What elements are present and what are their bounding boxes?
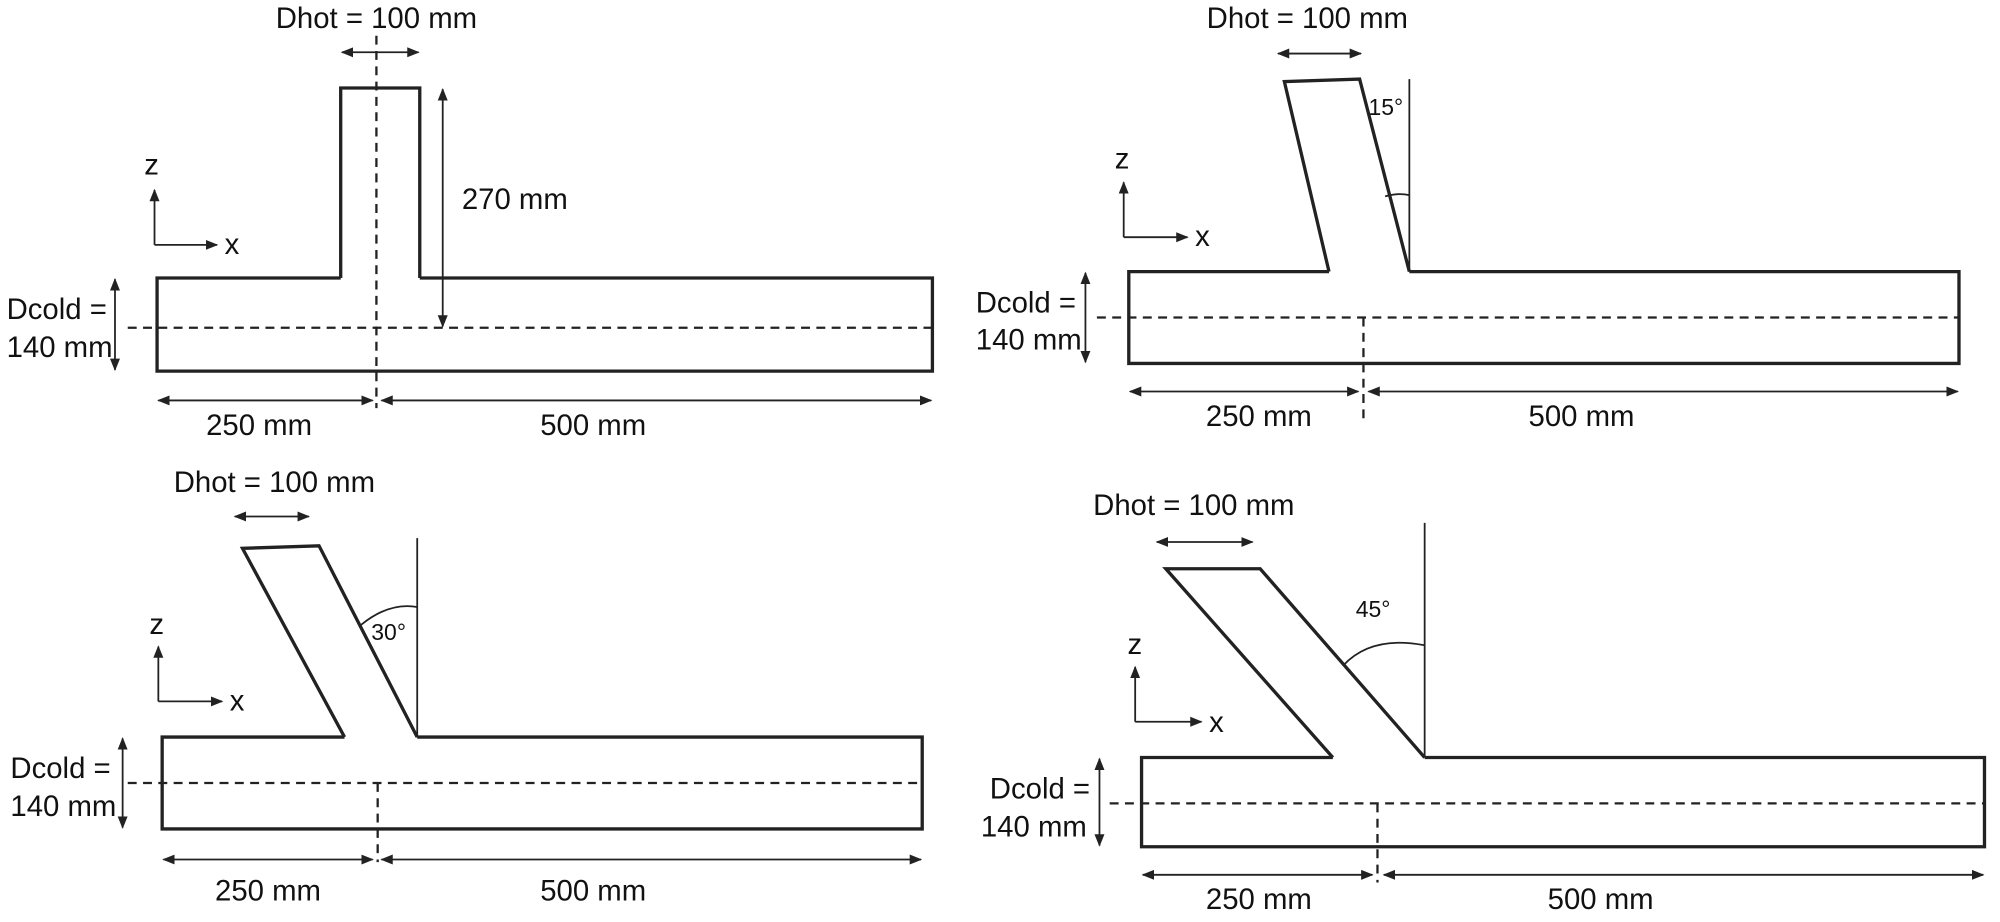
axis-z-label: z — [149, 608, 164, 641]
right-length-label: 500 mm — [540, 409, 646, 442]
cold-pipe-outline — [160, 735, 924, 831]
dcold-value: 140 mm — [10, 790, 116, 823]
left-length-label: 250 mm — [206, 409, 312, 442]
panel-45-degree: 45° Dhot = 100 mm z x Dcold = 140 mm 250… — [981, 489, 1987, 916]
left-length-label: 250 mm — [1206, 883, 1312, 916]
axes-icon — [1118, 181, 1189, 243]
left-length-label: 250 mm — [215, 874, 321, 907]
dhot-label: Dhot = 100 mm — [1093, 489, 1294, 522]
dcold-label: Dcold = — [7, 293, 107, 326]
axes-icon — [1130, 665, 1203, 727]
dcold-value: 140 mm — [981, 811, 1087, 844]
dcold-label: Dcold = — [10, 752, 110, 785]
axis-x-label: x — [225, 228, 240, 261]
right-length-label: 500 mm — [1548, 883, 1654, 916]
height-label: 270 mm — [462, 183, 568, 216]
dcold-label: Dcold = — [976, 286, 1076, 319]
hot-pipe-outline — [1162, 567, 1426, 759]
panel-15-degree: 15° Dhot = 100 mm z x Dcold = 140 mm 250… — [976, 2, 1961, 433]
right-length-label: 500 mm — [1529, 400, 1635, 433]
angle-arc — [1384, 193, 1410, 198]
axis-z-label: z — [144, 149, 159, 182]
left-length-label: 250 mm — [1206, 400, 1312, 433]
hot-pipe-outline — [239, 544, 419, 738]
axis-z-label: z — [1115, 142, 1130, 175]
cold-pipe-outline — [1127, 269, 1961, 366]
angle-arc — [360, 605, 418, 626]
axis-z-label: z — [1128, 628, 1143, 661]
angle-arc — [1342, 641, 1425, 667]
cold-pipe-outline — [1139, 755, 1987, 849]
angle-label: 15° — [1369, 94, 1404, 120]
right-length-label: 500 mm — [540, 874, 646, 907]
panel-30-degree: 30° Dhot = 100 mm z x Dcold = 140 mm 250… — [10, 466, 924, 907]
axis-x-label: x — [1195, 220, 1210, 253]
dcold-value: 140 mm — [976, 323, 1082, 356]
angle-label: 45° — [1356, 596, 1391, 622]
dhot-label: Dhot = 100 mm — [174, 466, 375, 499]
dhot-label: Dhot = 100 mm — [276, 2, 477, 35]
dcold-value: 140 mm — [7, 331, 113, 364]
dhot-label: Dhot = 100 mm — [1207, 2, 1408, 35]
axis-x-label: x — [230, 684, 245, 717]
axes-icon — [149, 188, 219, 250]
hot-pipe-outline — [1282, 77, 1411, 273]
hot-pipe-outline — [339, 86, 422, 279]
dcold-label: Dcold = — [990, 772, 1090, 805]
angle-label: 30° — [371, 619, 406, 645]
axes-icon — [153, 645, 224, 707]
cold-pipe-outline — [155, 276, 935, 373]
axis-x-label: x — [1209, 706, 1224, 739]
panel-90-degree: Dhot = 100 mm 270 mm z x Dcold = 140 mm … — [7, 2, 935, 442]
